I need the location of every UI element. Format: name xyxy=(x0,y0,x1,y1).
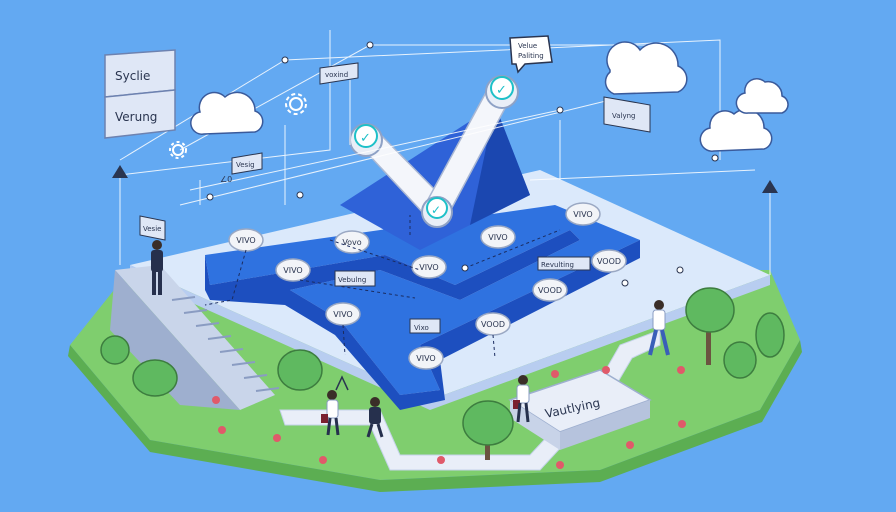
dial-label-2: VIVO xyxy=(488,233,507,242)
dial-label-4: VIVO xyxy=(283,266,302,275)
person-walking-right xyxy=(648,300,670,356)
dial-label-0: VIVO xyxy=(236,236,255,245)
person-on-stairs xyxy=(151,240,163,295)
dial-label-10: VIVO xyxy=(416,354,435,363)
workflow-track xyxy=(205,205,640,410)
check-icon-center: ✓ xyxy=(431,203,441,217)
person-figures xyxy=(151,240,670,438)
arrow-up-right xyxy=(762,180,778,193)
dial-label-7: VIVO xyxy=(333,310,352,319)
person-walking-center xyxy=(366,397,384,438)
check-icon-top: ✓ xyxy=(496,83,507,98)
dial-label-5: VIVO xyxy=(419,263,438,272)
dial-label-8: VOOD xyxy=(538,286,562,295)
tags xyxy=(139,62,651,334)
cloud-icons xyxy=(190,41,789,152)
tag-right-text: Valyng xyxy=(612,112,636,120)
small-mark-text: ∠0 xyxy=(220,175,232,184)
dial-label-9: VOOD xyxy=(481,320,505,329)
stairs xyxy=(171,296,280,392)
bubble-line-2: Paliting xyxy=(518,52,544,60)
ground-sign-side xyxy=(560,400,650,450)
dial-label-3: VIVO xyxy=(573,210,592,219)
tag-mid-right-text: Revulting xyxy=(541,261,574,269)
person-with-bag-left xyxy=(321,390,340,436)
tag-mid-left-text: Vebulng xyxy=(338,276,366,284)
gear-icon xyxy=(169,93,307,159)
sign-board xyxy=(104,49,176,139)
person-with-bag-right xyxy=(513,375,530,423)
check-node-top xyxy=(485,75,519,109)
arrow-up-bottom xyxy=(335,375,349,391)
connector-dots xyxy=(206,41,719,287)
bubble-line-1: Velue xyxy=(518,42,537,50)
speech-bubble xyxy=(509,35,553,74)
tag-person-text: Vesie xyxy=(143,225,161,233)
dial-label-1: Vovo xyxy=(342,238,361,247)
tag-left-text: Vesig xyxy=(236,161,255,169)
tag-top-center-text: voxind xyxy=(325,71,348,79)
sign-bottom-text: Verung xyxy=(115,110,157,124)
dial-nodes xyxy=(228,202,627,370)
dashed-links xyxy=(204,215,561,359)
peak-triangle-side xyxy=(470,105,530,225)
sign-top-text: Syclie xyxy=(115,69,150,83)
arrow-up-left xyxy=(112,165,128,178)
check-icon-left: ✓ xyxy=(360,131,371,146)
flower-icons xyxy=(212,366,686,469)
dial-label-6: VOOD xyxy=(597,257,621,266)
stair-block xyxy=(115,265,275,410)
tag-bottom-mid-text: Vixo xyxy=(414,324,429,332)
check-node-center xyxy=(421,196,453,228)
ground-sign-front xyxy=(510,400,560,450)
tree-icons xyxy=(100,287,785,460)
stair-block-side xyxy=(110,270,240,410)
